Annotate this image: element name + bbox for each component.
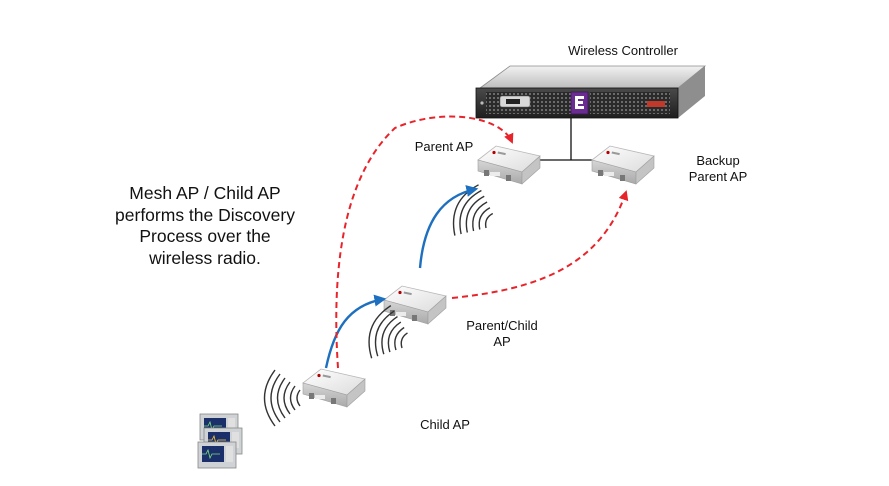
description-line4: wireless radio. (149, 247, 261, 268)
backup-parent-ap-label-line1: Backup (696, 153, 740, 168)
parent-child-ap-label-line1: Parent/Child (466, 318, 538, 333)
wireless-controller-label: Wireless Controller (568, 43, 678, 58)
child-ap-label: Child AP (420, 417, 470, 432)
parent-ap-icon (477, 145, 541, 185)
parent-child-ap-icon (383, 285, 447, 325)
backup-parent-ap-icon (591, 145, 655, 185)
radio-waves-icon (263, 369, 301, 427)
parent-ap-label: Parent AP (414, 139, 474, 154)
wireless-controller-icon (475, 65, 707, 119)
parent-child-ap-label-line2: AP (493, 334, 511, 349)
description-line3: Process over the (139, 226, 271, 246)
discovery-description: Mesh AP / Child AP performs the Discover… (90, 183, 320, 269)
description-line2: performs the Discovery (115, 204, 295, 225)
backup-parent-ap-label-line2: Parent AP (688, 169, 748, 184)
mesh-links (324, 185, 479, 369)
parent-child-ap-label: Parent/Child AP (452, 318, 552, 350)
wired-links (540, 118, 605, 161)
patient-monitor-icon (197, 413, 243, 469)
backup-parent-ap-label: Backup Parent AP (668, 153, 768, 185)
discovery-paths (335, 115, 629, 369)
child-ap-icon (302, 368, 366, 408)
description-line1: Mesh AP / Child AP (129, 183, 281, 203)
